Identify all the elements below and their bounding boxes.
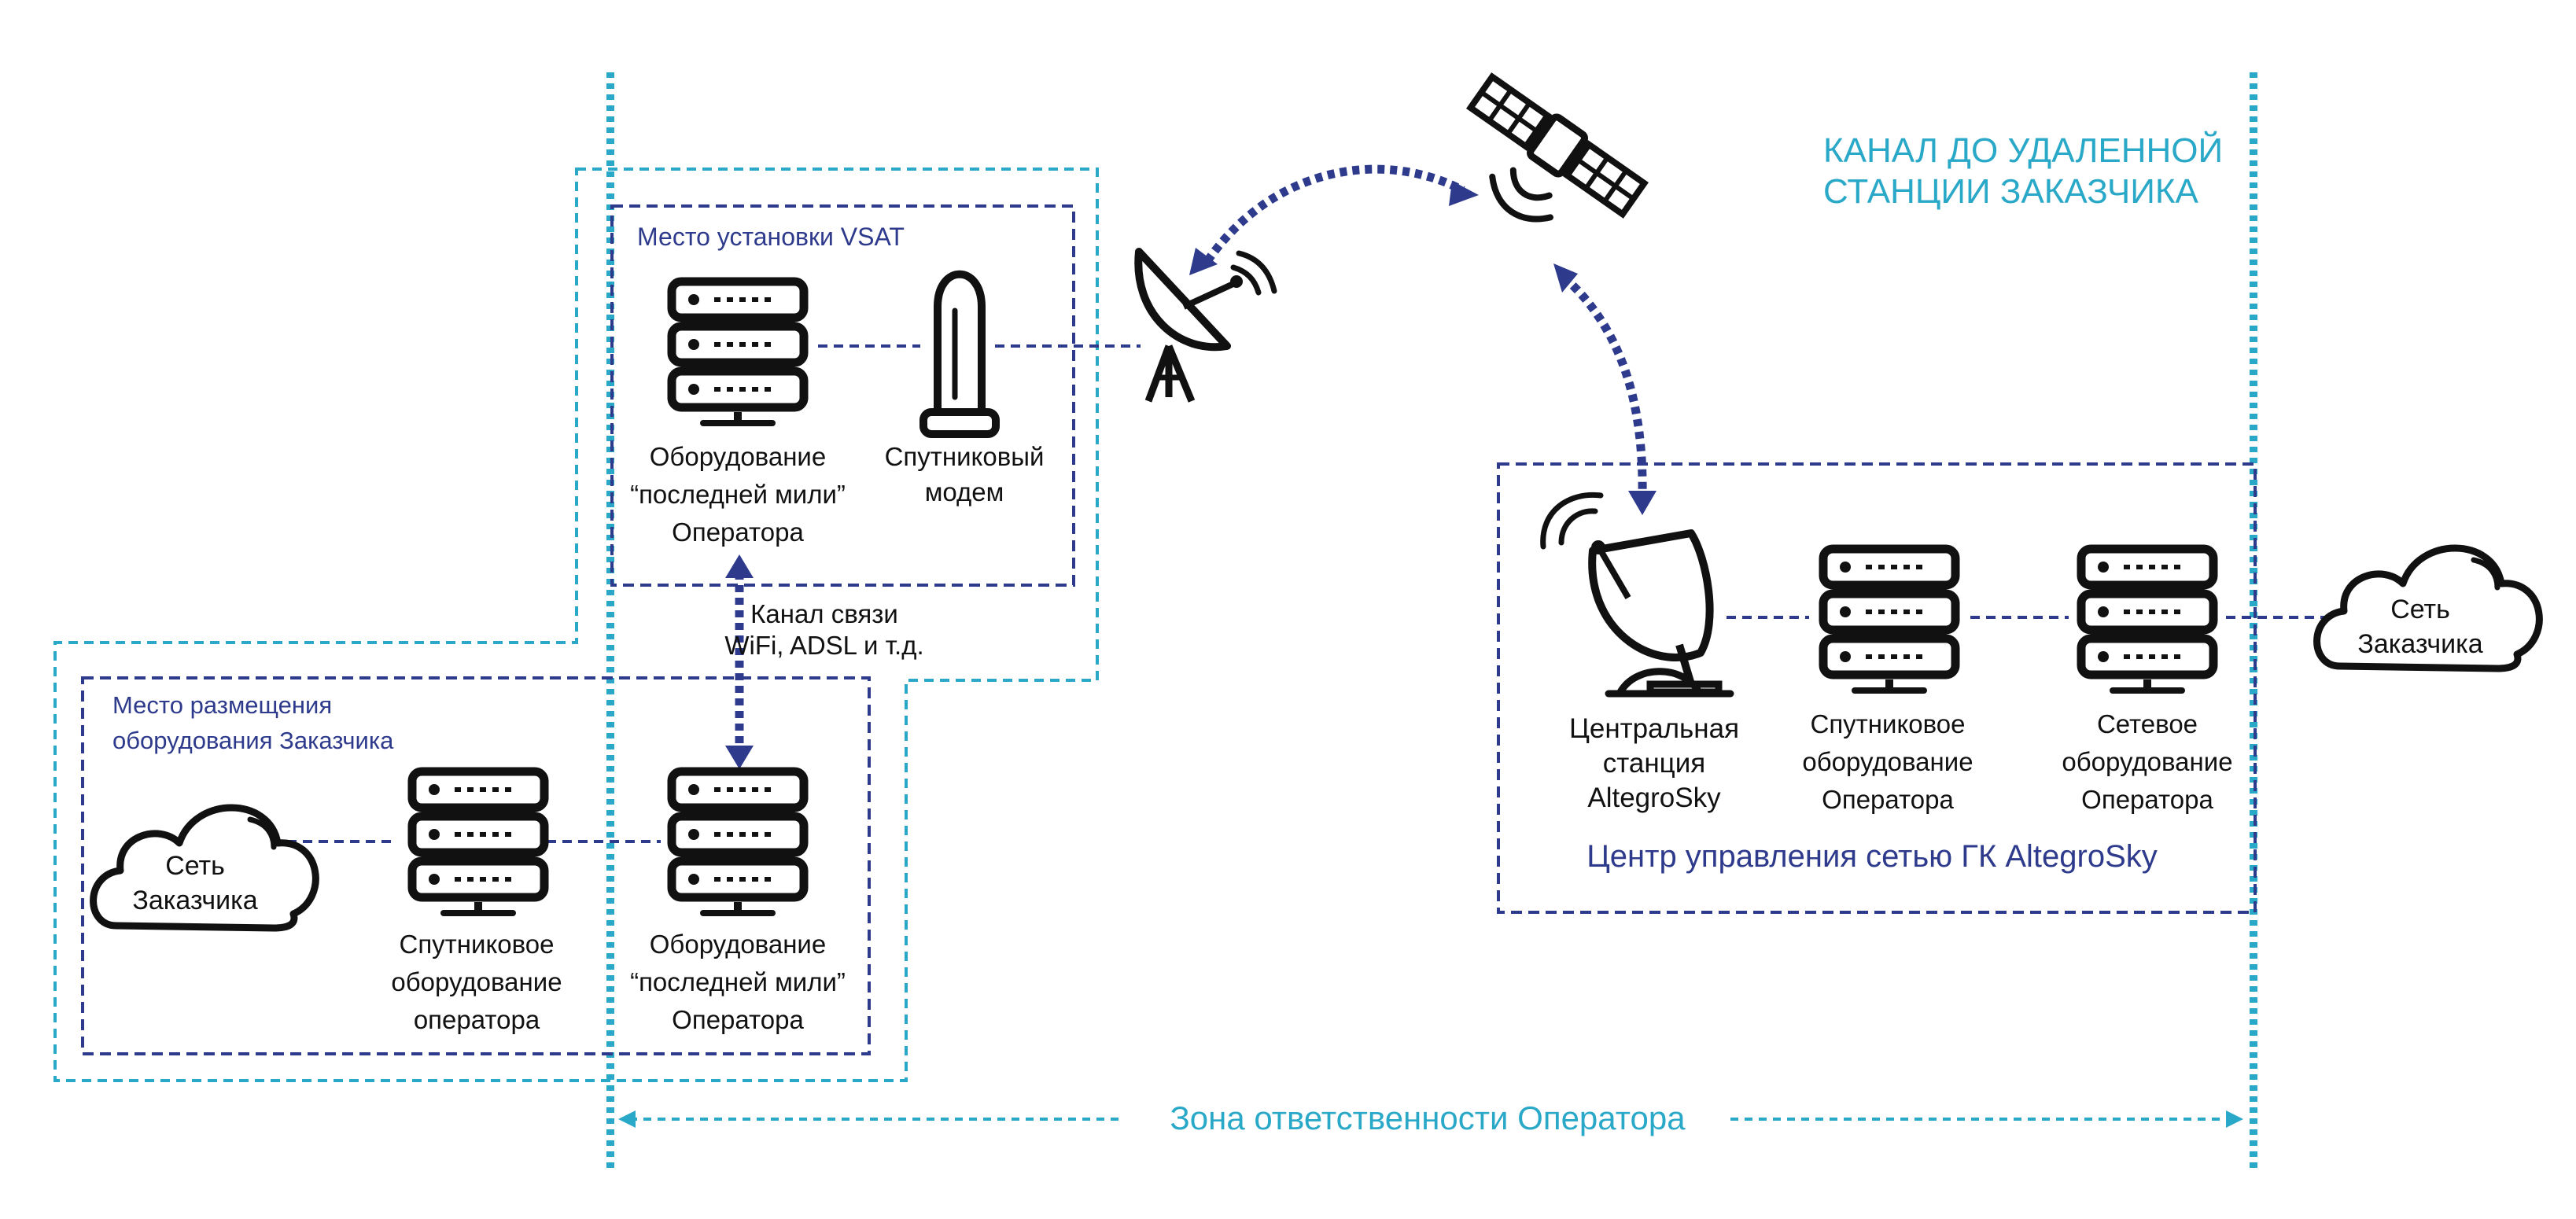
link-label-1: Канал связи <box>750 599 898 628</box>
customer-site-box <box>81 676 871 1055</box>
zone-title-1: КАНАЛ ДО УДАЛЕННОЙ <box>1823 130 2223 170</box>
remote-cloud-1: Сеть <box>2390 595 2450 624</box>
vsat-lastmile-2: “последней мили” <box>630 480 846 509</box>
cc-net-eq-3: Оператора <box>2081 785 2213 814</box>
server-icon <box>672 282 804 423</box>
vsat-lastmile-3: Оператора <box>672 517 804 547</box>
arrow-hub <box>1628 491 1657 515</box>
server-icon <box>1823 549 1955 691</box>
modem-label-2: модем <box>925 477 1004 506</box>
hub-label-1: Центральная <box>1569 713 1739 744</box>
arrow-sat-down <box>1553 263 1578 293</box>
server-icon <box>2081 549 2213 691</box>
vsat-site-box <box>610 204 1075 587</box>
remote-cloud-2: Заказчика <box>2357 629 2482 659</box>
customer-lastmile-3: Оператора <box>672 1005 804 1034</box>
server-icon <box>412 772 544 913</box>
vsat-site-title: Место установки VSAT <box>637 223 905 251</box>
customer-sat-eq-2: оборудование <box>391 967 562 996</box>
satellite-hub-link <box>1561 273 1647 498</box>
customer-cloud-1: Сеть <box>165 851 225 881</box>
customer-site-title-1: Место размещения <box>112 691 332 719</box>
connectors <box>271 344 2328 843</box>
radio-links <box>735 164 1647 751</box>
customer-sat-eq-1: Спутниковое <box>399 930 554 959</box>
link-label-2: WiFi, ADSL и т.д. <box>724 631 923 660</box>
hub-label-2: станция <box>1603 748 1705 779</box>
cc-sat-eq-1: Спутниковое <box>1810 709 1965 738</box>
control-center-title: Центр управления сетью ГК AltegroSky <box>1587 839 2158 874</box>
customer-lastmile-2: “последней мили” <box>630 967 846 996</box>
vsat-lastmile-1: Оборудование <box>650 442 826 471</box>
cc-net-eq-1: Сетевое <box>2097 709 2198 738</box>
cc-sat-eq-2: оборудование <box>1802 747 1973 776</box>
cc-sat-eq-3: Оператора <box>1822 785 1954 814</box>
customer-sat-eq-3: оператора <box>414 1005 540 1034</box>
satellite-icon <box>1466 72 1649 223</box>
modem-label-1: Спутниковый <box>885 442 1045 471</box>
responsibility-label: Зона ответственности Оператора <box>1170 1099 1686 1136</box>
operator-area-outline <box>53 168 1099 1082</box>
customer-lastmile-1: Оборудование <box>650 930 826 959</box>
zone-title-2: СТАНЦИИ ЗАКАЗЧИКА <box>1823 172 2198 211</box>
satellite-dish-icon <box>1134 248 1277 403</box>
responsibility-arrow <box>618 1110 2243 1128</box>
control-center-box <box>1497 462 2257 914</box>
cc-net-eq-2: оборудование <box>2062 747 2232 776</box>
modem-icon <box>919 270 1000 438</box>
satellite-dish-icon <box>1540 492 1734 698</box>
customer-site-title-2: оборудования Заказчика <box>112 727 394 754</box>
vsat-satellite-link <box>1203 164 1465 264</box>
arrow-sat-left <box>1449 181 1479 206</box>
arrow-up <box>725 554 754 578</box>
hub-label-3: AltegroSky <box>1587 783 1721 813</box>
customer-cloud-2: Заказчика <box>132 886 257 915</box>
arrow-down <box>725 746 754 769</box>
server-icon <box>672 772 804 913</box>
arrow-vsat <box>1189 248 1218 275</box>
